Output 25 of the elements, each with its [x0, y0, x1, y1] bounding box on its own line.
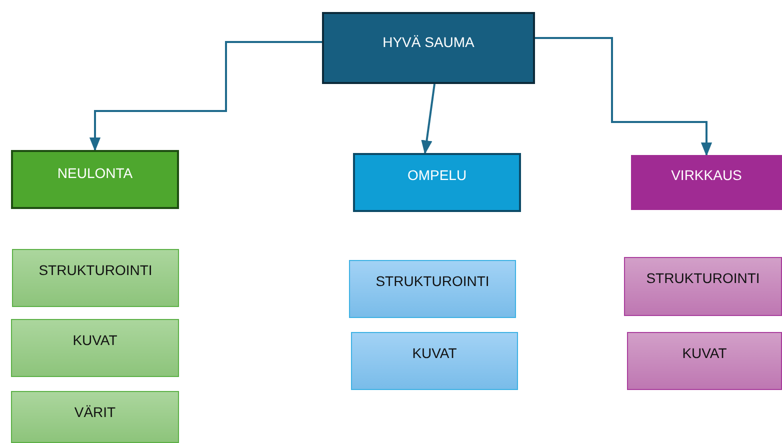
topic-box — [627, 332, 782, 390]
box-label: OMPELU — [407, 167, 467, 184]
root-box — [322, 12, 535, 84]
topic-box — [349, 260, 516, 318]
box-label: KUVAT — [412, 345, 457, 362]
category-box — [353, 153, 521, 212]
box-label: NEULONTA — [57, 165, 133, 182]
arrow — [535, 37, 712, 156]
topic-box — [12, 249, 179, 307]
box-label: STRUKTUROINTI — [646, 270, 760, 288]
box-label: STRUKTUROINTI — [376, 273, 490, 290]
topic-box — [351, 332, 518, 390]
box-label: KUVAT — [682, 345, 727, 362]
arrow — [89, 41, 322, 152]
topic-box — [624, 257, 782, 316]
box-label: KUVAT — [72, 332, 118, 350]
category-box — [631, 155, 782, 210]
arrow — [421, 84, 436, 154]
box-label: VÄRIT — [74, 404, 116, 422]
topic-box — [11, 319, 179, 377]
box-label: STRUKTUROINTI — [38, 262, 152, 280]
box-label: VIRKKAUS — [671, 167, 742, 184]
topic-box — [11, 391, 179, 443]
category-box — [11, 150, 179, 209]
box-label: HYVÄ SAUMA — [382, 34, 474, 52]
